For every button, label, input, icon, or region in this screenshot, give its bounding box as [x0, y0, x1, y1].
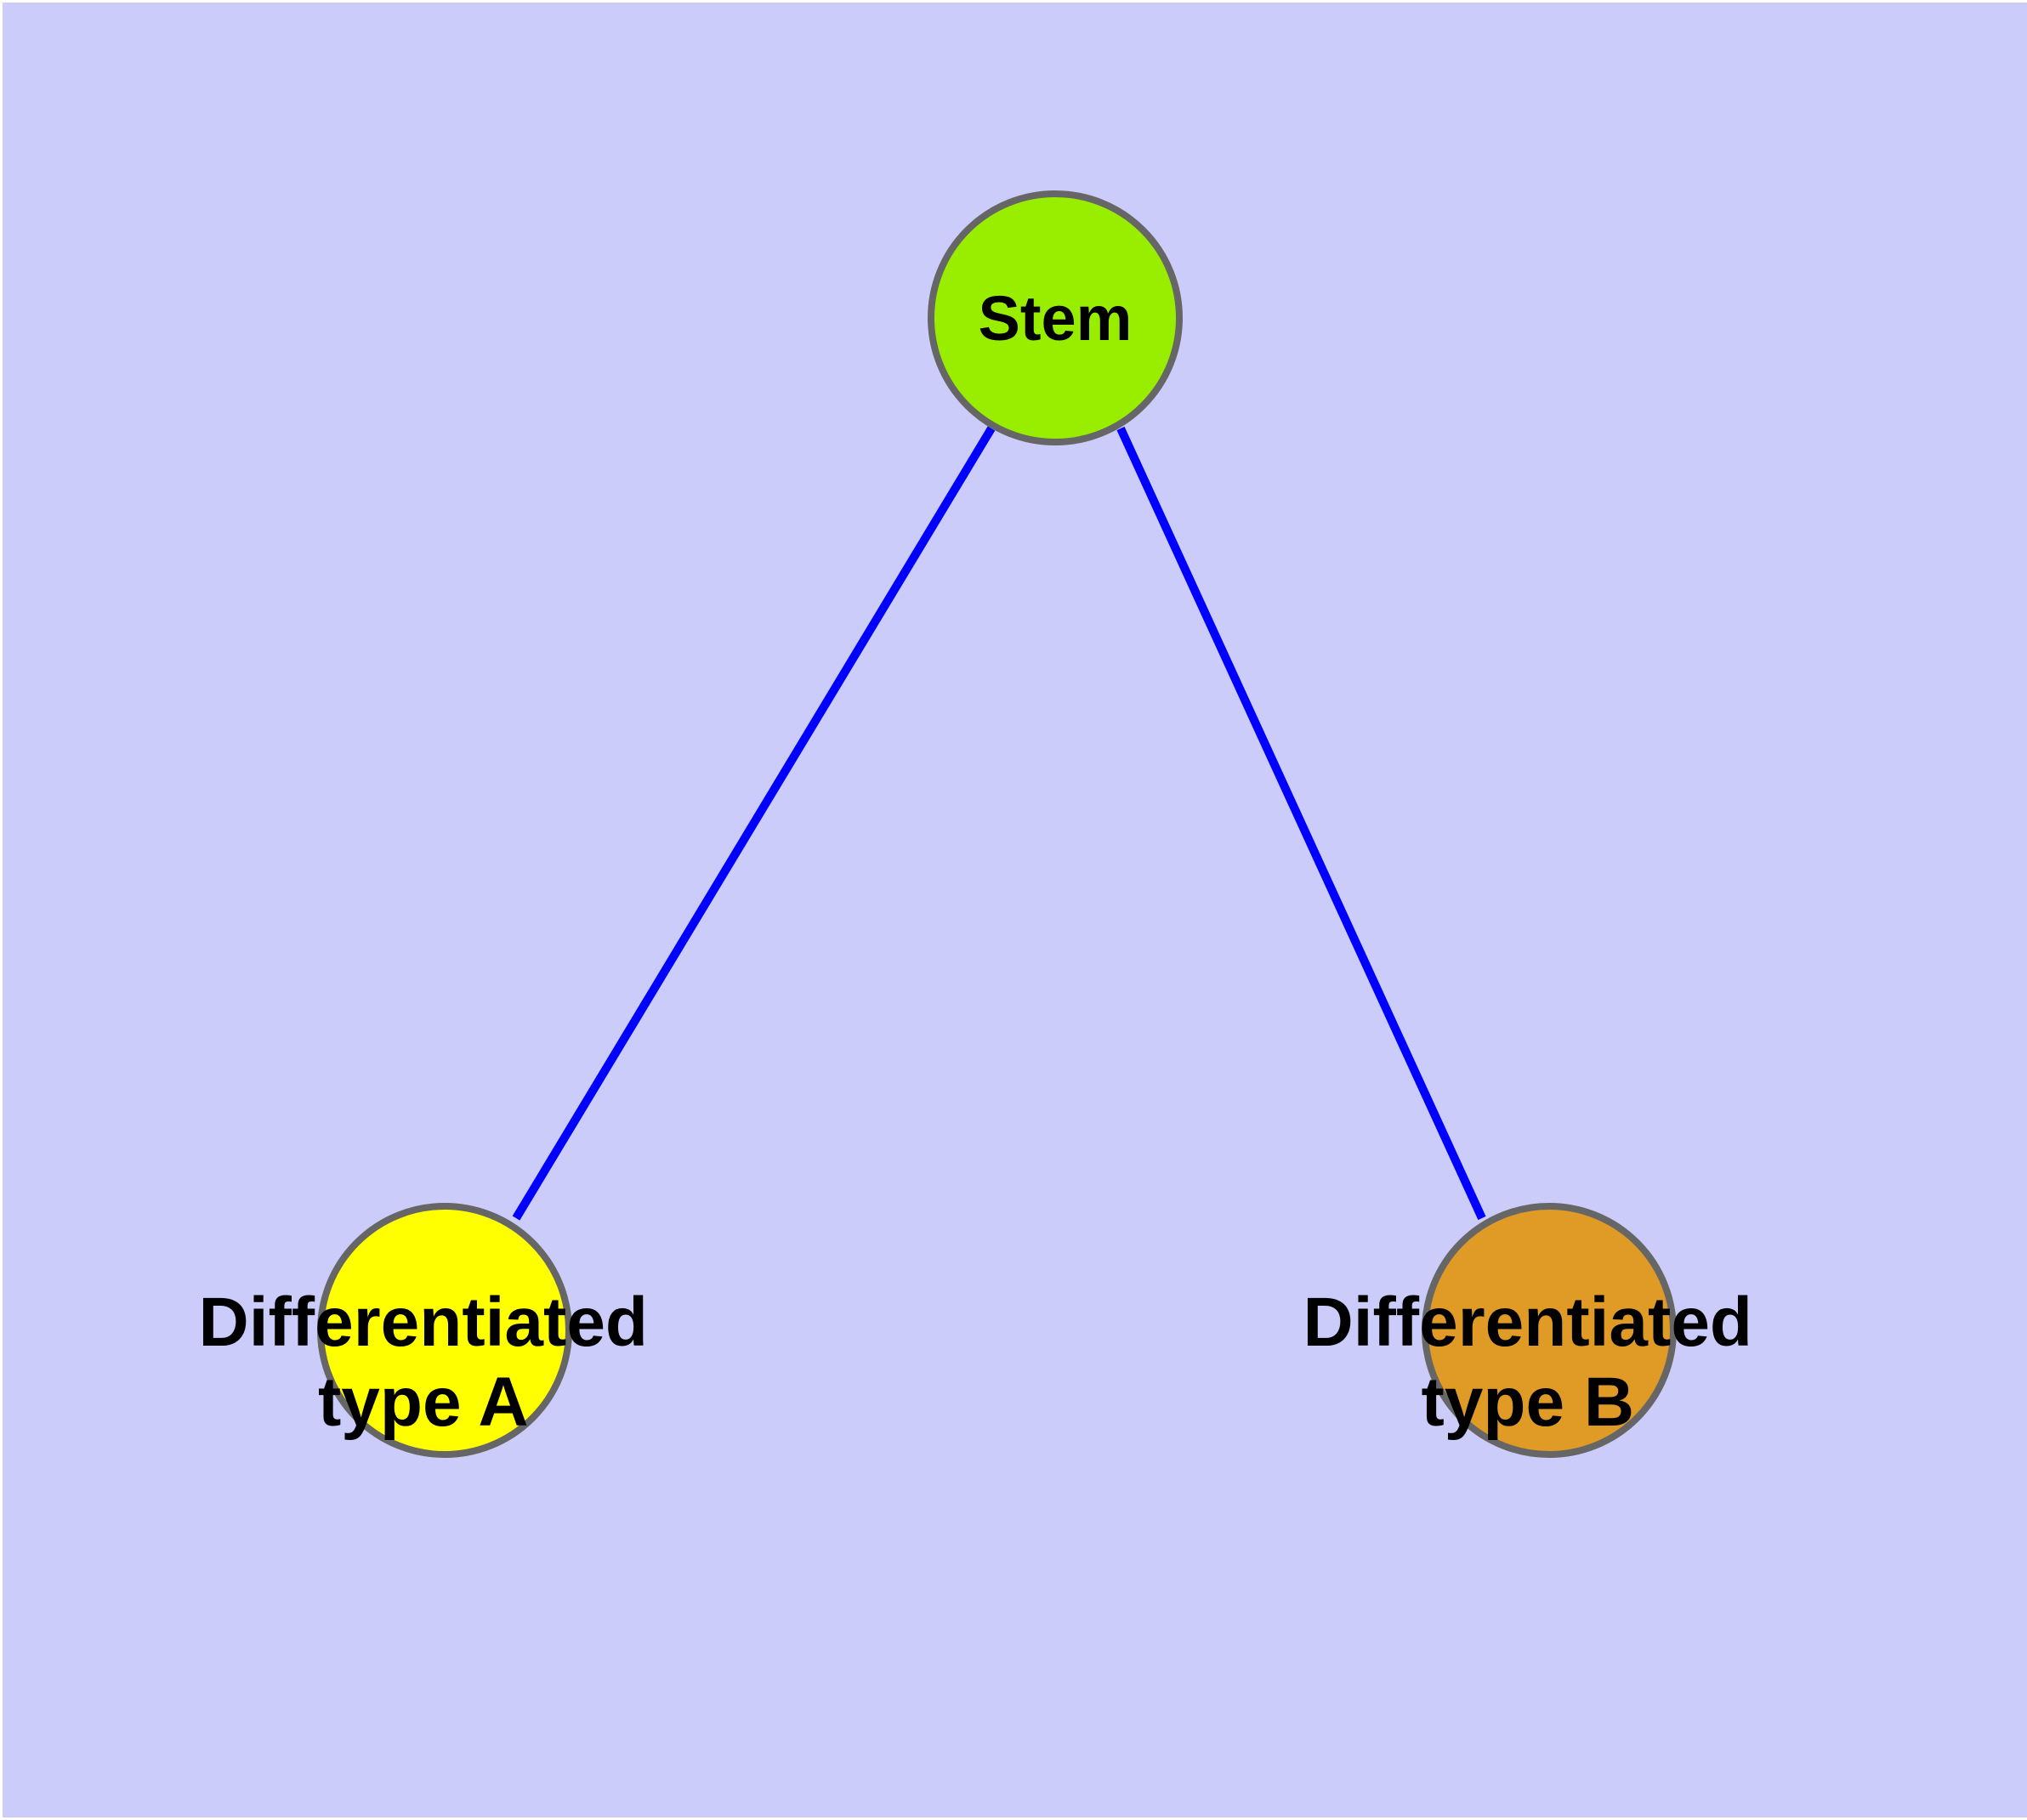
- node-layer: [317, 190, 1677, 1458]
- graph-node-diff_b[interactable]: [1422, 1203, 1677, 1458]
- graph-node-stem[interactable]: [928, 190, 1183, 445]
- edge-layer: [512, 426, 1486, 1221]
- graph-edge-stem-diff_b: [1116, 426, 1486, 1221]
- graph-edge-stem-diff_a: [512, 426, 996, 1221]
- graph-node-diff_a[interactable]: [317, 1203, 572, 1458]
- graph-svg: [317, 190, 1677, 1458]
